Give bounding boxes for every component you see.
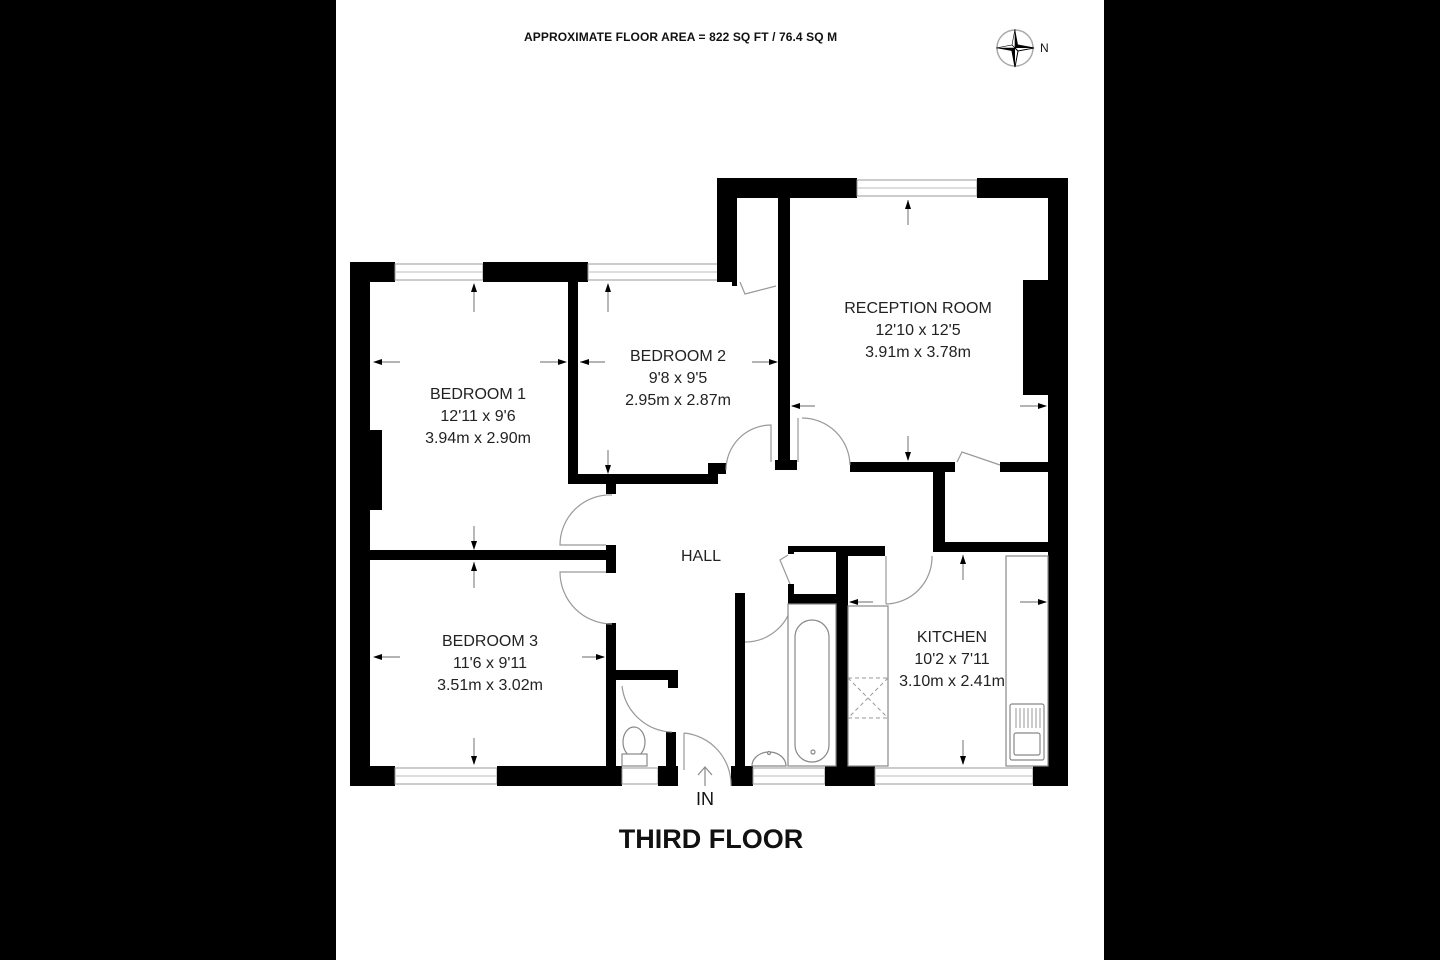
entrance-label: IN — [696, 789, 714, 809]
room-imperial: 12'11 x 9'6 — [440, 408, 516, 425]
room-name: HALL — [680, 548, 722, 565]
room-hall: HALL — [681, 546, 721, 568]
room-metric: 2.95m x 2.87m — [625, 392, 731, 409]
compass-north-label: N — [1040, 41, 1049, 55]
room-name: BEDROOM 1 — [429, 386, 527, 403]
room-name: RECEPTION ROOM — [844, 300, 992, 317]
room-name: BEDROOM 3 — [441, 633, 539, 650]
room-bedroom-1: BEDROOM 1 12'11 x 9'6 3.94m x 2.90m — [425, 384, 531, 450]
room-imperial: 10'2 x 7'11 — [914, 651, 990, 668]
room-bedroom-3: BEDROOM 3 11'6 x 9'11 3.51m x 3.02m — [437, 631, 543, 697]
room-imperial: 9'8 x 9'5 — [648, 370, 708, 387]
floor-area-label: APPROXIMATE FLOOR AREA = 822 SQ FT / 76.… — [524, 30, 838, 44]
room-imperial: 12'10 x 12'5 — [875, 322, 961, 339]
room-reception: RECEPTION ROOM 12'10 x 12'5 3.91m x 3.78… — [844, 298, 992, 364]
room-imperial: 11'6 x 9'11 — [452, 655, 528, 672]
room-name: BEDROOM 2 — [629, 348, 727, 365]
room-name: KITCHEN — [916, 629, 988, 646]
room-metric: 3.91m x 3.78m — [865, 344, 971, 361]
compass-rose-icon — [995, 28, 1035, 68]
room-bedroom-2: BEDROOM 2 9'8 x 9'5 2.95m x 2.87m — [625, 346, 731, 412]
entrance-arrow-icon — [697, 766, 713, 786]
floor-plan-page — [336, 0, 1104, 960]
floor-title: THIRD FLOOR — [618, 824, 804, 854]
room-metric: 3.51m x 3.02m — [437, 677, 543, 694]
room-metric: 3.94m x 2.90m — [425, 430, 531, 447]
room-kitchen: KITCHEN 10'2 x 7'11 3.10m x 2.41m — [899, 627, 1005, 693]
room-metric: 3.10m x 2.41m — [899, 673, 1005, 690]
